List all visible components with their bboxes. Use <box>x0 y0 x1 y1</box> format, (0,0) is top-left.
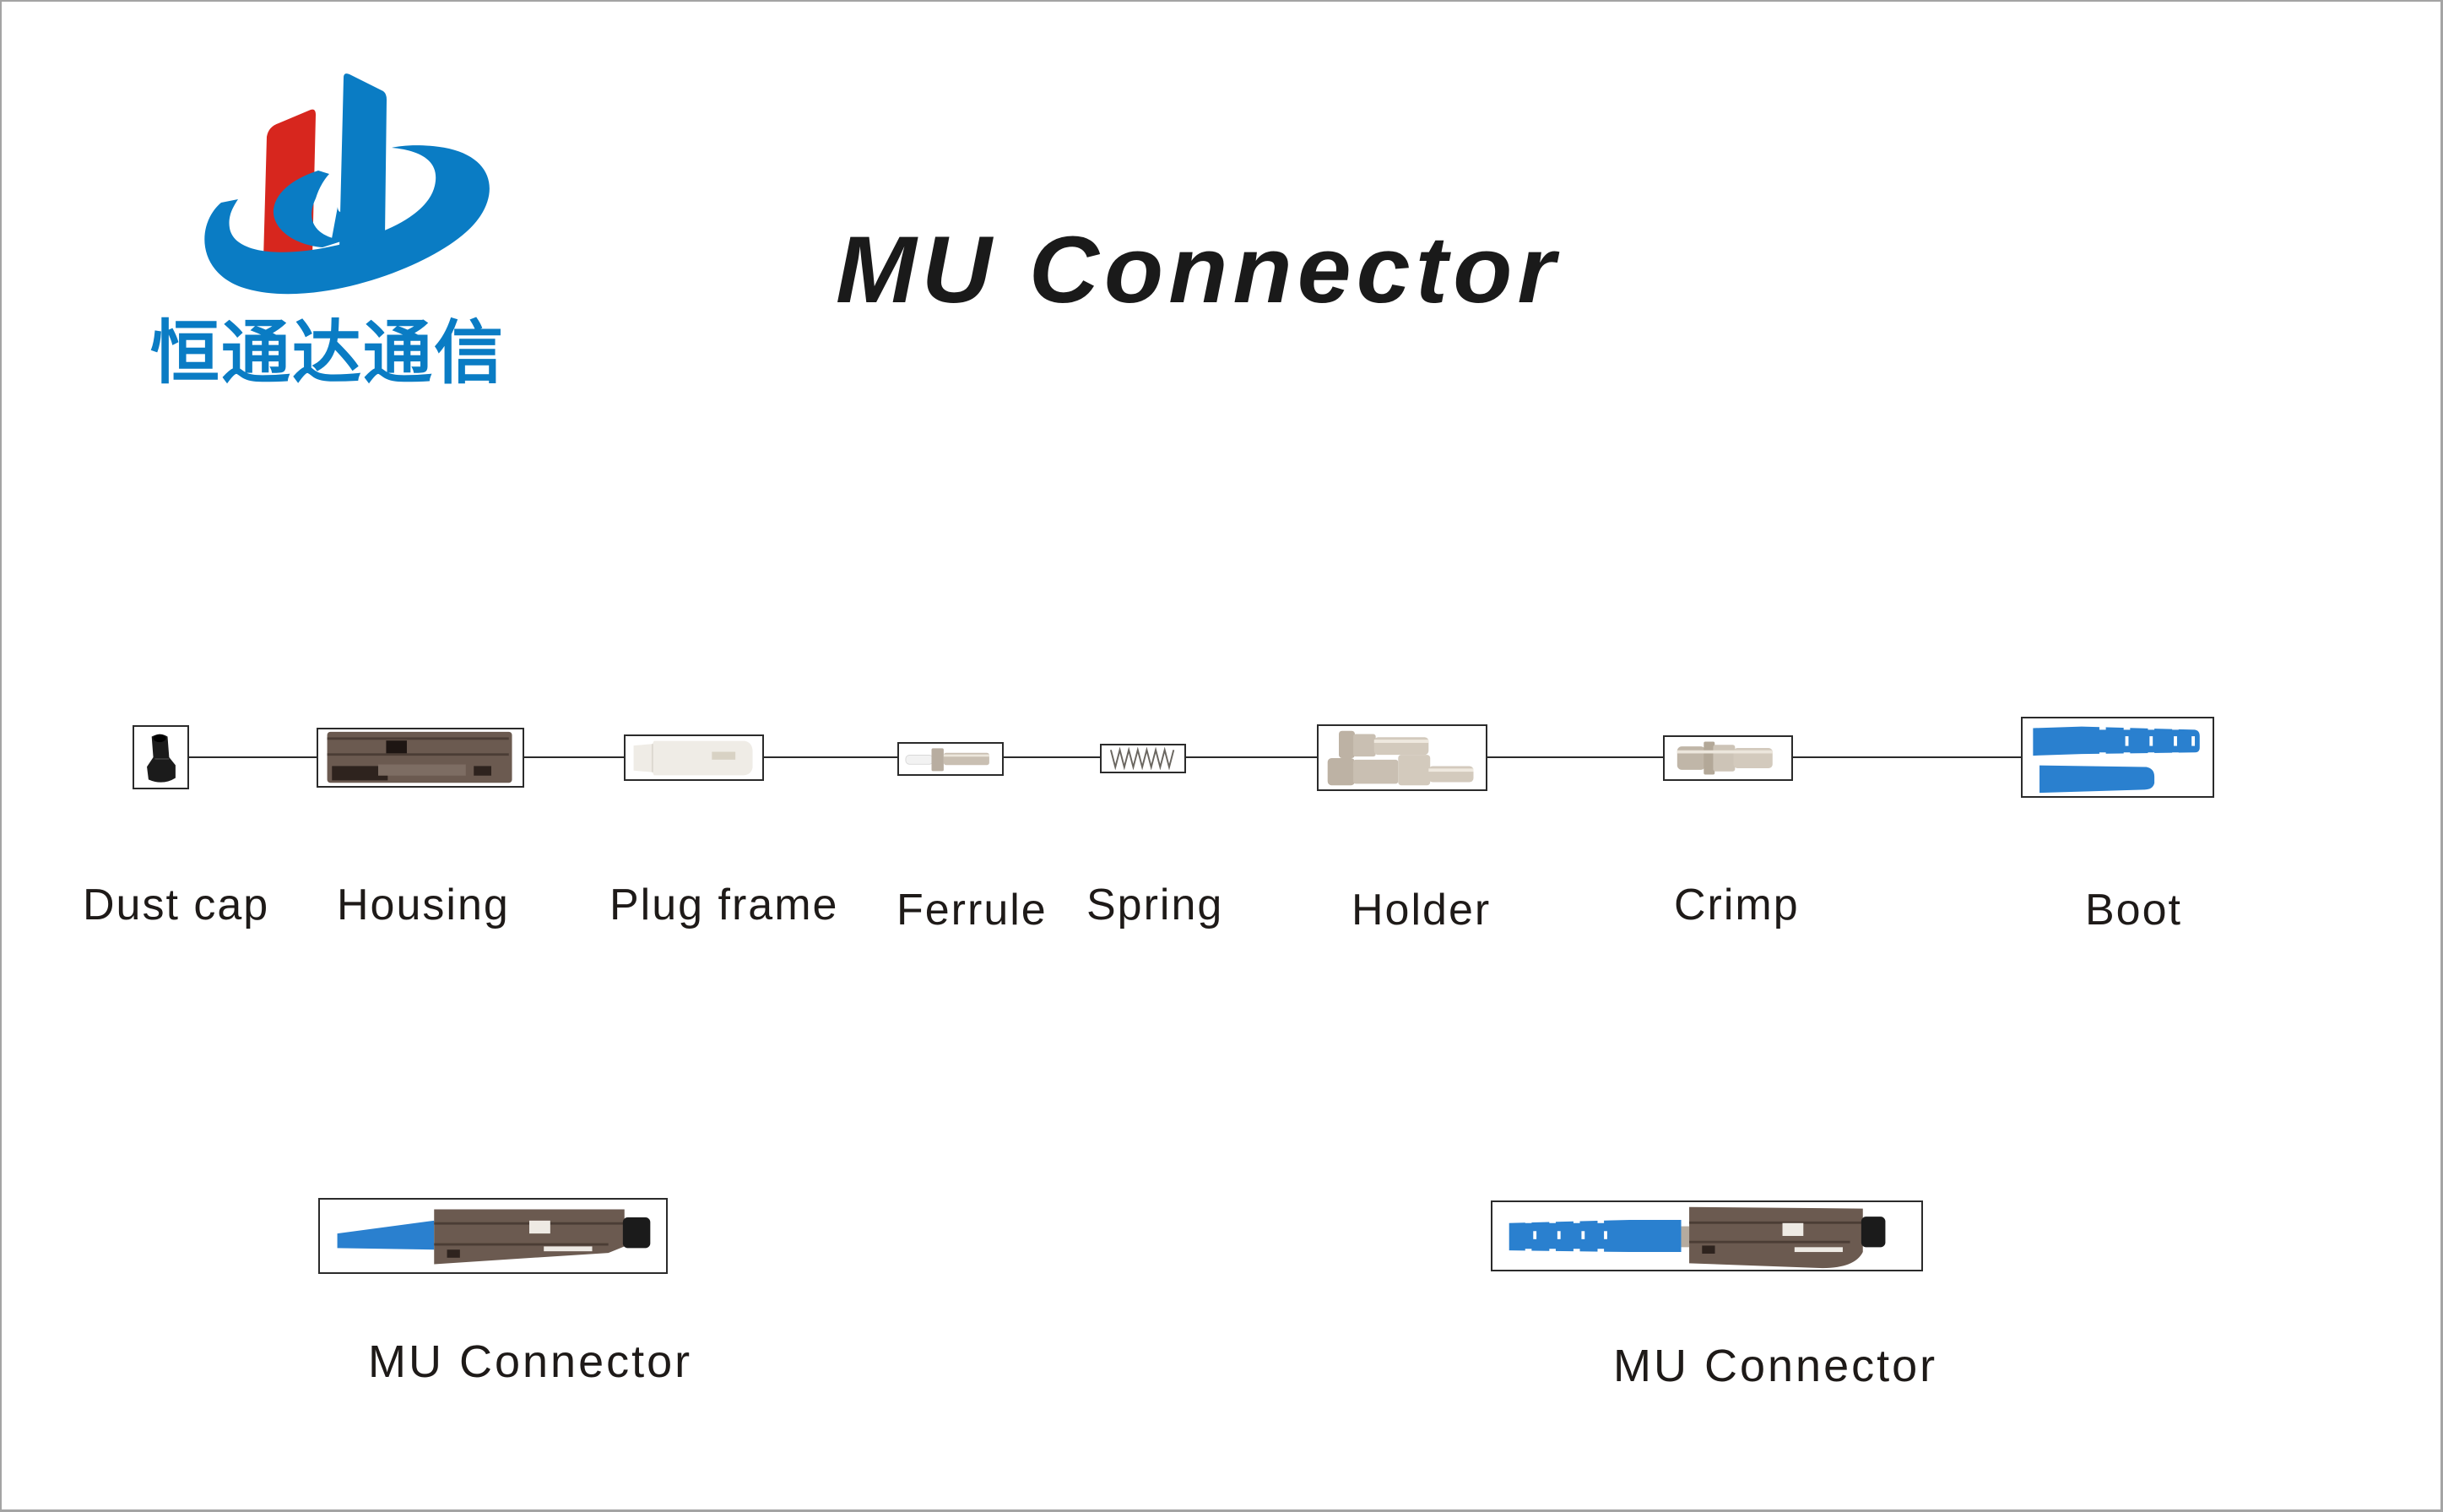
plug-frame-image <box>624 734 764 781</box>
housing-image <box>317 728 524 788</box>
component-label-plug-frame: Plug frame <box>609 881 839 929</box>
component-label-spring: Spring <box>1086 881 1224 929</box>
page-title: MU Connector <box>836 217 1561 322</box>
dust-cap-icon <box>147 734 176 783</box>
holder-icon <box>1327 730 1474 786</box>
assembled-connector-long-boot-image <box>1491 1200 1923 1271</box>
crimp-icon <box>1677 741 1773 775</box>
mu-connector-short-boot-icon <box>337 1209 651 1265</box>
component-label-dust-cap: Dust cap <box>83 881 270 929</box>
boot-image <box>2021 717 2214 798</box>
spring-image <box>1100 744 1186 773</box>
housing-icon <box>327 731 512 783</box>
crimp-image <box>1663 735 1793 781</box>
assembly-label-long-boot: MU Connector <box>1613 1341 1938 1391</box>
component-label-housing: Housing <box>337 881 510 929</box>
dust-cap-image <box>133 725 189 789</box>
component-label-boot: Boot <box>2085 886 2182 935</box>
plug-frame-icon <box>633 740 753 776</box>
ferrule-icon <box>905 748 989 772</box>
company-logo <box>196 68 500 308</box>
logo-mark-icon <box>204 73 490 295</box>
mu-connector-long-boot-icon <box>1509 1206 1886 1269</box>
company-name: 恒通达通信 <box>150 313 506 393</box>
component-label-ferrule: Ferrule <box>896 886 1048 935</box>
ferrule-image <box>897 742 1004 776</box>
component-connector-line <box>133 756 2021 758</box>
component-label-crimp: Crimp <box>1674 881 1800 929</box>
holder-image <box>1317 724 1487 791</box>
boot-icon <box>2033 724 2200 794</box>
assembled-connector-short-boot-image <box>318 1198 668 1274</box>
spring-icon <box>1109 746 1175 771</box>
component-label-holder: Holder <box>1352 886 1492 935</box>
assembly-label-short-boot: MU Connector <box>368 1336 693 1387</box>
